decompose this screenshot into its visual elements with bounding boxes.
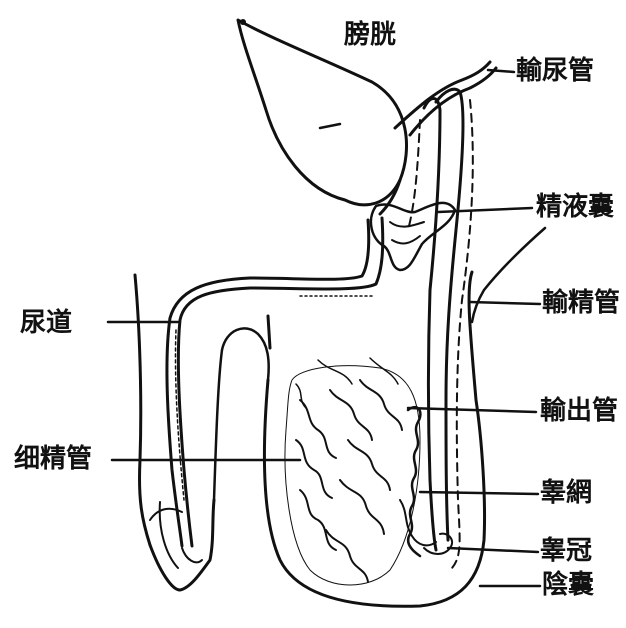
scrotum-outline: [264, 272, 484, 606]
vas-deferens-duct: [408, 89, 545, 568]
efferent-ducts-label: 輸出管: [540, 398, 618, 424]
ureter-label: 輸尿管: [516, 58, 594, 84]
urethra-label: 尿道: [20, 310, 72, 336]
ureter-shape: [395, 62, 496, 135]
seminal-vesicle-label: 精液囊: [536, 194, 614, 220]
bladder-label: 膀胱: [344, 22, 396, 48]
epididymis-shape: [400, 407, 452, 556]
vas-deferens-label: 輸精管: [542, 290, 620, 316]
testis-shape: [285, 358, 420, 585]
epididymis-label: 睾冠: [540, 538, 592, 564]
scrotum-label: 陰囊: [542, 572, 594, 598]
seminiferous-tubules-label: 细精管: [14, 446, 92, 472]
rete-testis-label: 睾網: [540, 480, 592, 506]
